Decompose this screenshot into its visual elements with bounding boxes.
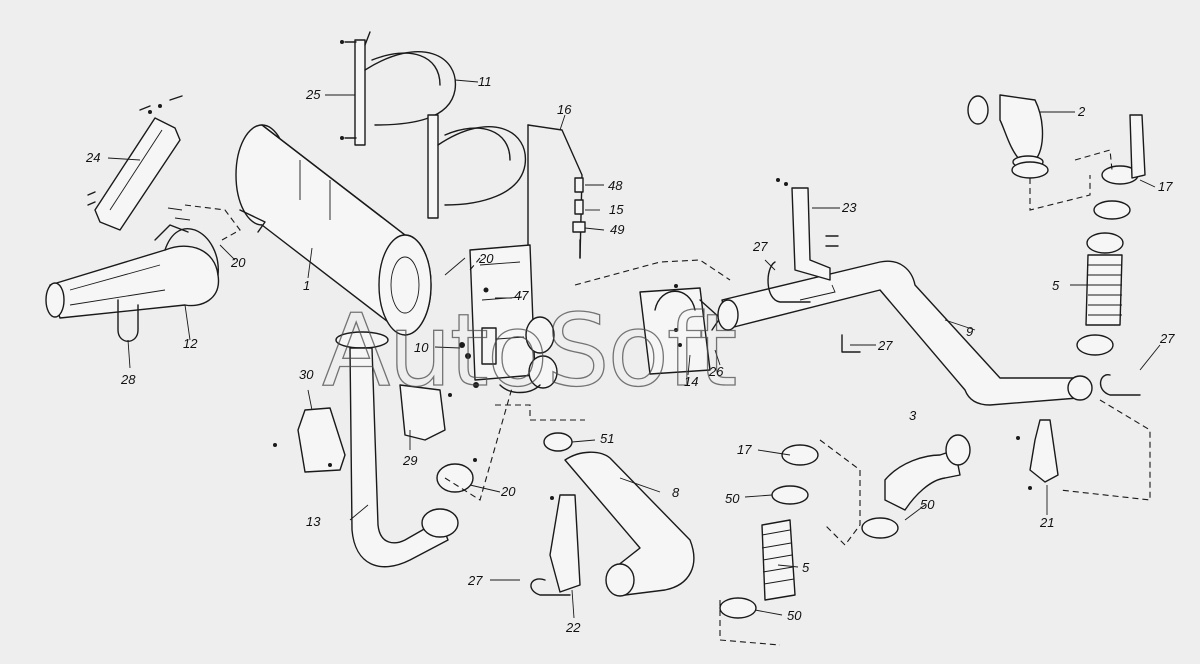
callout-49: 49 (610, 222, 624, 237)
leader-lines (107, 79, 1161, 619)
part-12-exhaust-pipe-elbow (45, 224, 220, 319)
part-lower-clamps-hose (719, 444, 819, 619)
callout-5: 5 (802, 560, 810, 575)
assembly-dashed-lines (184, 149, 1151, 646)
callout-27: 27 (1159, 331, 1175, 346)
callout-14: 14 (684, 374, 698, 389)
callout-51: 51 (600, 431, 614, 446)
part-25-11-bracket-strap (340, 31, 457, 146)
callout-47: 47 (514, 288, 529, 303)
callout-30: 30 (299, 367, 314, 382)
part-23-bracket (776, 178, 839, 281)
callout-50: 50 (920, 497, 935, 512)
callout-12: 12 (183, 336, 198, 351)
part-11-second-strap (427, 114, 527, 219)
callout-11: 11 (478, 74, 492, 89)
part-5-flex-hose-top (1076, 200, 1131, 356)
callout-17: 17 (737, 442, 752, 457)
callout-8: 8 (672, 485, 680, 500)
callout-10: 10 (414, 340, 429, 355)
callout-1: 1 (303, 278, 310, 293)
part-9-long-pipe (717, 260, 1093, 406)
part-30-clamp-bracket (273, 407, 346, 473)
part-20-gaskets (167, 207, 477, 493)
callout-50: 50 (787, 608, 802, 623)
callout-9: 9 (966, 324, 973, 339)
callout-13: 13 (306, 514, 321, 529)
part-center-mount-assembly (459, 244, 558, 394)
callout-22: 22 (565, 620, 581, 635)
autosoft-watermark: AutoSoft (322, 292, 736, 409)
part-27-u-bolts (530, 261, 1141, 596)
callout-17: 17 (1158, 179, 1173, 194)
part-16-rod-fittings (527, 124, 586, 301)
callout-27: 27 (467, 573, 483, 588)
callout-29: 29 (402, 453, 417, 468)
callout-16: 16 (557, 102, 572, 117)
part-13-vertical-pipe (335, 331, 459, 568)
callout-48: 48 (608, 178, 623, 193)
part-51-clamp (543, 432, 573, 452)
callout-28: 28 (120, 372, 136, 387)
callout-27: 27 (752, 239, 768, 254)
callout-21: 21 (1039, 515, 1054, 530)
callout-3: 3 (909, 408, 917, 423)
callout-27: 27 (877, 338, 893, 353)
callout-24: 24 (85, 150, 100, 165)
part-24-bracket (87, 95, 183, 231)
part-muffler (235, 124, 432, 336)
callout-23: 23 (841, 200, 857, 215)
part-22-bracket (549, 494, 581, 593)
callout-15: 15 (609, 202, 624, 217)
callout-25: 25 (305, 87, 321, 102)
part-29-bracket (399, 384, 452, 441)
part-21-bracket (1016, 419, 1059, 490)
part-8-pipe (564, 451, 695, 597)
callout-20: 20 (500, 484, 516, 499)
callout-2: 2 (1077, 104, 1086, 119)
callout-50: 50 (725, 491, 740, 506)
callout-26: 26 (708, 364, 724, 379)
callout-20: 20 (478, 251, 494, 266)
part-2-elbow (967, 94, 1044, 169)
callout-20: 20 (230, 255, 246, 270)
part-3-elbow (861, 434, 971, 539)
callout-5: 5 (1052, 278, 1060, 293)
